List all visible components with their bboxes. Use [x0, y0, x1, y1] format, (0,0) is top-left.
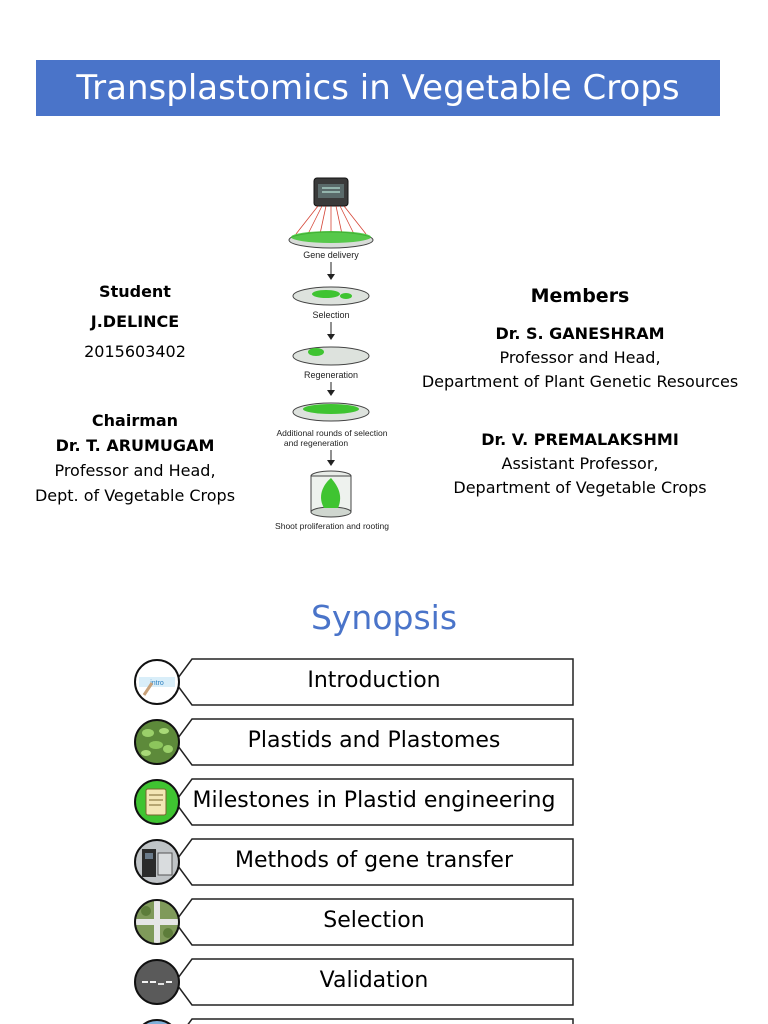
- member-role: Professor and Head,: [499, 348, 661, 367]
- gel-icon: [134, 959, 180, 1005]
- student-block: Student J.DELINCE 2015603402: [60, 280, 210, 364]
- synopsis-item-label: Validation: [319, 968, 429, 993]
- member-1: Dr. S. GANESHRAM Professor and Head, Dep…: [410, 322, 750, 394]
- plastids-icon: [134, 719, 180, 765]
- culture-jar-icon: [310, 470, 352, 518]
- members-block: Members Dr. S. GANESHRAM Professor and H…: [410, 284, 750, 500]
- gene-gun-icon: [134, 839, 180, 885]
- members-heading: Members: [530, 285, 630, 307]
- step-label: Regeneration: [304, 370, 358, 380]
- member-role: Assistant Professor,: [501, 454, 659, 473]
- synopsis-item-partial[interactable]: [134, 1018, 576, 1024]
- synopsis-item-validation[interactable]: Validation: [134, 958, 576, 1006]
- synopsis-item-label: Introduction: [307, 668, 441, 693]
- student-roll-number: 2015603402: [84, 342, 186, 361]
- chairman-block: Chairman Dr. T. ARUMUGAM Professor and H…: [20, 408, 250, 508]
- member-name: Dr. V. PREMALAKSHMI: [481, 430, 679, 449]
- member-name: Dr. S. GANESHRAM: [495, 324, 665, 343]
- chairman-dept: Dept. of Vegetable Crops: [34, 486, 236, 505]
- slide-title: Transplastomics in Vegetable Crops: [36, 60, 720, 116]
- selection-icon: [134, 899, 180, 945]
- member-2: Dr. V. PREMALAKSHMI Assistant Professor,…: [410, 428, 750, 500]
- history-scroll-icon: [134, 779, 180, 825]
- student-heading: Student: [99, 282, 171, 301]
- synopsis-item-milestones[interactable]: Milestones in Plastid engineering: [134, 778, 576, 826]
- chairman-heading: Chairman: [91, 411, 179, 430]
- transformation-process-figure: Gene delivery Selection Regeneration Add…: [256, 176, 422, 538]
- step-label: Gene delivery: [303, 250, 359, 260]
- step-label: and regeneration: [284, 438, 349, 448]
- synopsis-heading: Synopsis: [310, 598, 458, 637]
- synopsis-item-label: Methods of gene transfer: [234, 848, 514, 873]
- synopsis-item-plastids[interactable]: Plastids and Plastomes: [134, 718, 576, 766]
- student-name: J.DELINCE: [90, 312, 180, 331]
- synopsis-item-introduction[interactable]: Introduction intro: [134, 658, 576, 706]
- synopsis-item-label: Selection: [323, 908, 425, 933]
- synopsis-item-label: Milestones in Plastid engineering: [192, 788, 556, 813]
- step-label: Selection: [312, 310, 349, 320]
- step-label: Shoot proliferation and rooting: [275, 521, 389, 531]
- svg-text:intro: intro: [150, 680, 164, 687]
- synopsis-item-selection[interactable]: Selection: [134, 898, 576, 946]
- item-frame: [187, 1018, 574, 1024]
- member-dept: Department of Plant Genetic Resources: [421, 372, 739, 391]
- chairman-role: Professor and Head,: [54, 461, 216, 480]
- step-label: Additional rounds of selection: [276, 428, 387, 438]
- member-dept: Department of Vegetable Crops: [453, 478, 707, 497]
- introduction-icon: intro: [134, 659, 180, 705]
- gene-gun-device-icon: [313, 177, 349, 207]
- synopsis-item-methods[interactable]: Methods of gene transfer: [134, 838, 576, 886]
- chairman-name: Dr. T. ARUMUGAM: [55, 436, 215, 455]
- synopsis-item-label: Plastids and Plastomes: [247, 728, 501, 753]
